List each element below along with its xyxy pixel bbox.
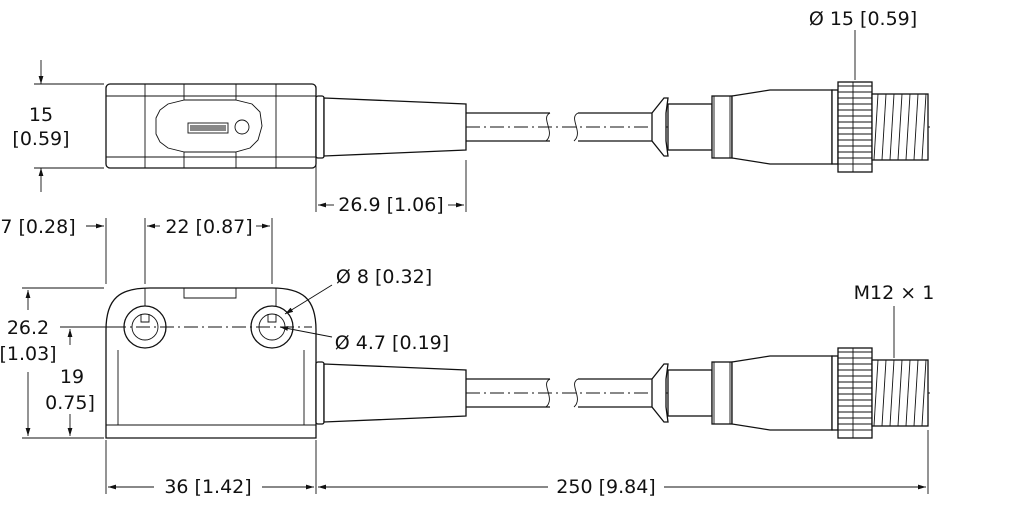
top-sensor-body (105, 83, 317, 169)
dim-mount-offset: 7 [0.28] (0, 216, 146, 284)
top-knurl (838, 82, 872, 172)
dim-thread: M12 × 1 (854, 282, 935, 358)
top-cable (315, 95, 930, 159)
dim-cable-length: 250 [9.84] (318, 430, 929, 498)
dim-hole-outer-label: Ø 8 [0.32] (336, 266, 432, 288)
dim-hole-height-inch-label: 0.75] (45, 392, 95, 414)
dim-connector-diameter: Ø 15 [0.59] (809, 8, 917, 80)
front-view: 7 [0.28] 22 [0.87] Ø 8 [0.32] Ø 4.7 [0.1… (0, 216, 934, 498)
dim-hole-height-label: 19 (60, 366, 84, 388)
dim-thread-label: M12 × 1 (854, 282, 935, 304)
top-connector (651, 81, 929, 173)
dim-body-length-label: 36 [1.42] (164, 476, 251, 498)
dim-top-height-label: 15 (29, 104, 53, 126)
dim-mount-offset-label: 7 [0.28] (0, 216, 75, 238)
top-view: 15 [0.59] 26.9 [1.06] Ø 15 [0.59] (12, 8, 930, 216)
dim-hole-inner-label: Ø 4.7 [0.19] (335, 332, 449, 354)
dim-hole-outer: Ø 8 [0.32] (284, 266, 432, 315)
dim-total-height-label: 26.2 (7, 317, 49, 339)
dim-cable-offset: 26.9 [1.06] (315, 160, 467, 216)
front-thread (873, 359, 927, 427)
dim-top-height: 15 [0.59] (12, 60, 104, 192)
front-connector (651, 347, 929, 439)
dim-body-length: 36 [1.42] (105, 440, 317, 498)
dim-total-height: 26.2 [1.03] (0, 287, 104, 439)
dim-hole-height: 19 0.75] (45, 326, 122, 436)
dim-hole-spacing-label: 22 [0.87] (165, 216, 252, 238)
dim-total-height-inch-label: [1.03] (0, 343, 57, 365)
dim-cable-offset-label: 26.9 [1.06] (338, 194, 443, 216)
dim-hole-inner: Ø 4.7 [0.19] (279, 326, 449, 354)
top-thread (873, 93, 927, 161)
dim-cable-length-label: 250 [9.84] (556, 476, 655, 498)
dim-top-height-inch-label: [0.59] (12, 128, 69, 150)
dim-hole-spacing: 22 [0.87] (147, 216, 273, 284)
front-sensor-body (105, 287, 317, 439)
dim-connector-diameter-label: Ø 15 [0.59] (809, 8, 917, 30)
front-knurl (838, 348, 872, 438)
